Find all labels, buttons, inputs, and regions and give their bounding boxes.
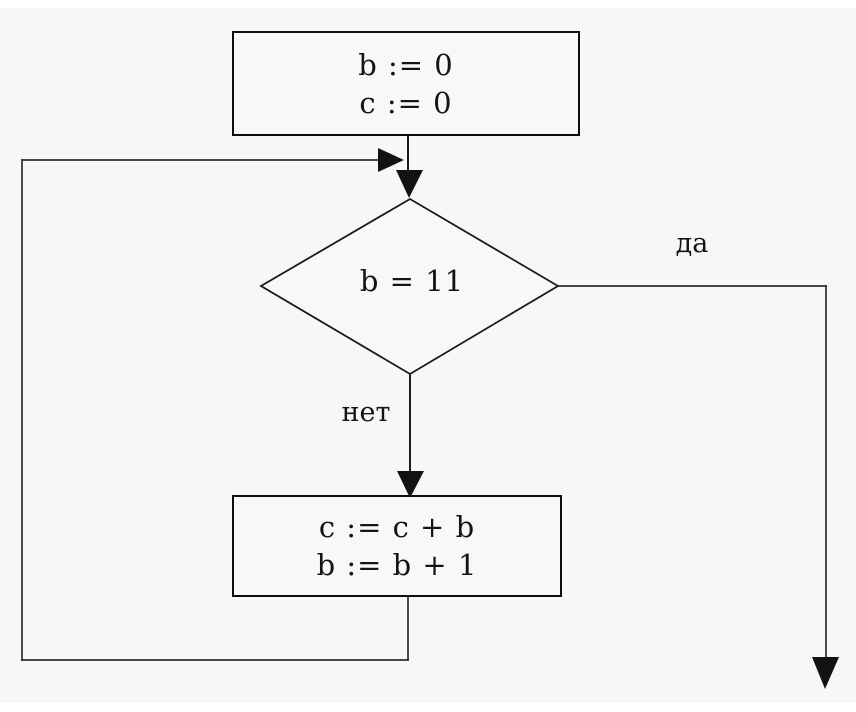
no-branch-label: нет	[341, 397, 391, 428]
arrowhead-loop-return	[378, 148, 404, 172]
init-block-line-2: c := 0	[359, 85, 453, 120]
bottom-margin-strip	[0, 703, 856, 712]
top-margin-strip	[0, 0, 856, 8]
loop-block-line-1: c := c + b	[318, 510, 476, 544]
arrowhead-into-loop-block	[397, 471, 424, 498]
loop-block-line-2: b := b + 1	[316, 548, 478, 582]
decision-condition-label: b = 11	[359, 264, 465, 298]
yes-branch-label: да	[675, 228, 709, 259]
init-block-line-1: b := 0	[358, 47, 454, 82]
arrowhead-into-decision	[396, 170, 423, 198]
loop-block: c := c + b b := b + 1	[232, 495, 562, 597]
init-block: b := 0 c := 0	[232, 31, 580, 136]
exit-arrowhead	[812, 657, 839, 689]
